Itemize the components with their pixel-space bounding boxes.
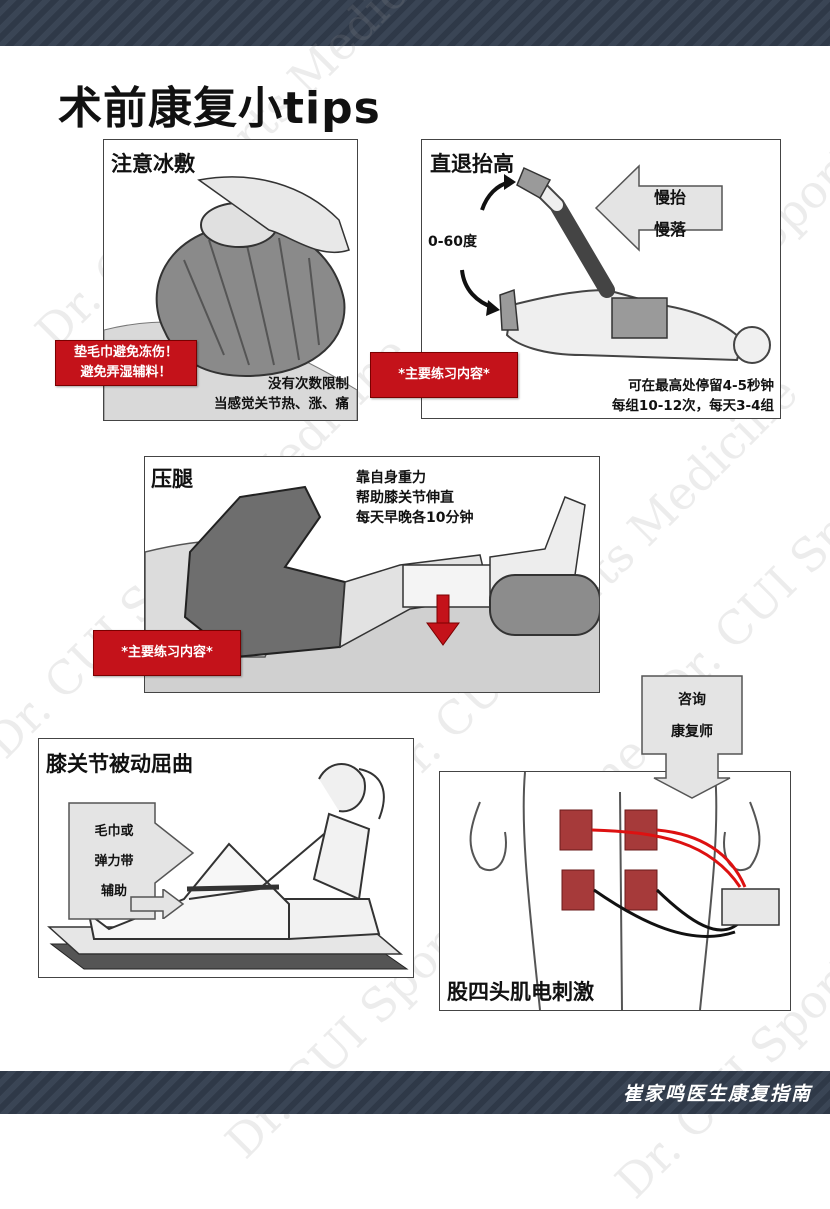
footer-text: 崔家鸣医生康复指南 [622, 1083, 812, 1105]
ems-illustration [469, 772, 780, 1010]
leg-press-main-badge: *主要练习内容* [93, 630, 241, 676]
ems-panel: 股四头肌电刺激 [439, 771, 791, 1011]
leg-raise-angle: 0-60度 [428, 234, 478, 250]
icing-warning-line: 避免弄湿辅料！ [80, 365, 172, 380]
consult-text: 咨询 康复师 [640, 684, 744, 748]
icing-warning-line: 垫毛巾避免冻伤！ [73, 345, 178, 360]
leg-raise-note-line: 每组10-12次，每天3-4组 [611, 398, 774, 414]
footer-band: 崔家鸣医生康复指南 [0, 1071, 830, 1114]
leg-raise-illustration [460, 166, 771, 364]
icing-note-line: 当感觉关节热、涨、痛 [214, 396, 349, 412]
right-arrow-icon [68, 802, 195, 920]
small-arrow-icon [130, 889, 185, 919]
page-title: 术前康复小tips [58, 83, 381, 134]
leg-press-note-line: 帮助膝关节伸直 [356, 490, 454, 506]
header-band [0, 0, 830, 46]
leg-raise-arrow-line: 慢抬 [654, 188, 687, 207]
down-arrow-icon [641, 675, 743, 799]
leg-raise-arrow-line: 慢落 [654, 220, 687, 239]
leg-press-title: 压腿 [151, 467, 193, 491]
leg-press-note-line: 每天早晚各10分钟 [356, 510, 474, 526]
icing-title: 注意冰敷 [111, 152, 195, 176]
leg-raise-note-line: 可在最高处停留4-5秒钟 [628, 378, 774, 394]
icing-warning-label: 垫毛巾避免冻伤！ 避免弄湿辅料！ [55, 340, 197, 386]
passive-flexion-title: 膝关节被动屈曲 [46, 752, 193, 776]
passive-flexion-illustration [47, 763, 409, 970]
icing-note-line: 没有次数限制 [268, 376, 349, 392]
ems-title: 股四头肌电刺激 [447, 980, 594, 1004]
aid-line: 弹力带 [94, 854, 134, 869]
passive-flexion-panel: 膝关节被动屈曲 毛巾或 弹力带 辅助 [38, 738, 414, 978]
leg-press-note: 靠自身重力 帮助膝关节伸直 每天早晚各10分钟 [356, 468, 473, 528]
leg-raise-title: 直退抬高 [430, 152, 514, 176]
aid-line: 毛巾或 [94, 824, 134, 839]
leg-raise-arrow-text: 慢抬 慢落 [654, 182, 686, 246]
leg-press-note-line: 靠自身重力 [356, 470, 426, 486]
consult-line: 咨询 [678, 692, 706, 708]
left-arrow-icon [594, 164, 723, 252]
consult-line: 康复师 [671, 724, 713, 740]
leg-raise-note: 可在最高处停留4-5秒钟 每组10-12次，每天3-4组 [612, 376, 774, 416]
aid-text: 毛巾或 弹力带 辅助 [79, 817, 149, 907]
leg-raise-main-badge: *主要练习内容* [370, 352, 518, 398]
icing-note: 没有次数限制 当感觉关节热、涨、痛 [214, 374, 349, 414]
aid-line: 辅助 [100, 884, 127, 899]
